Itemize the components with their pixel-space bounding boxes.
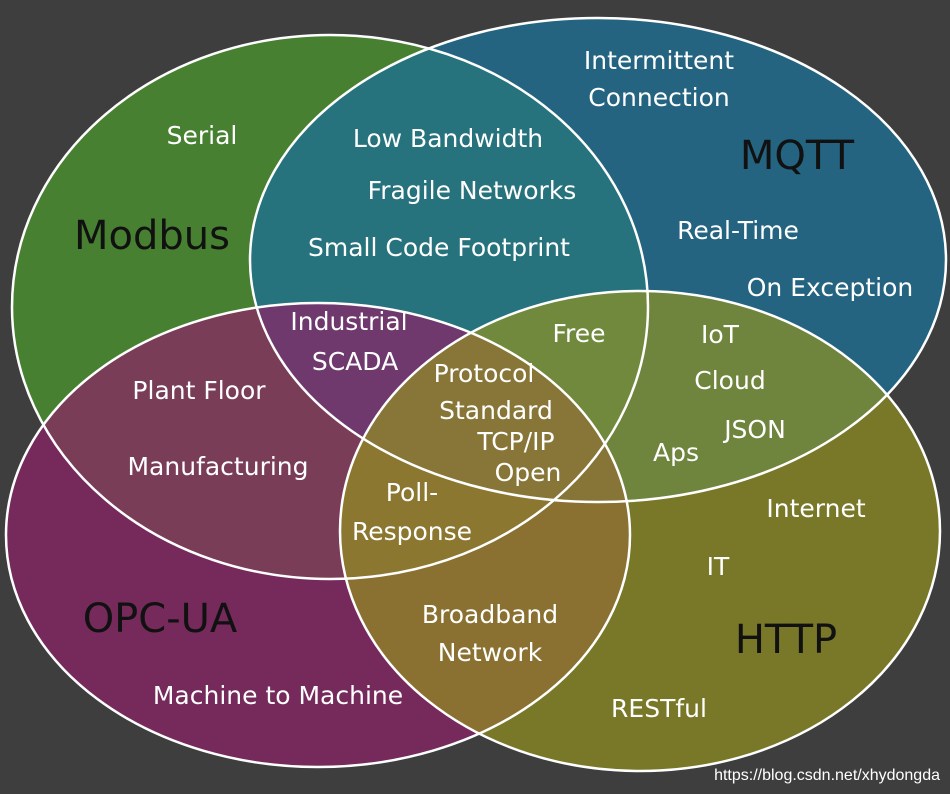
label-plant-floor: Plant Floor bbox=[132, 376, 266, 405]
label-intermittent-1: Intermittent bbox=[584, 46, 734, 75]
label-manufacturing: Manufacturing bbox=[127, 452, 308, 481]
label-scada: SCADA bbox=[312, 347, 398, 376]
label-iot: IoT bbox=[701, 320, 740, 349]
label-json: JSON bbox=[722, 415, 786, 444]
watermark: https://blog.csdn.net/xhydongda bbox=[714, 767, 940, 784]
label-small-code: Small Code Footprint bbox=[308, 233, 570, 262]
label-open: Open bbox=[495, 458, 562, 487]
label-broadband-2: Network bbox=[438, 638, 543, 667]
modbus-outline bbox=[10, 33, 650, 581]
label-poll: Poll- bbox=[386, 478, 438, 507]
label-standard: Standard bbox=[439, 396, 553, 425]
label-intermittent-2: Connection bbox=[588, 83, 729, 112]
label-protocol: Protocol bbox=[434, 359, 535, 388]
label-free: Free bbox=[552, 319, 605, 348]
opcua-outline bbox=[4, 301, 632, 769]
set-label-http: HTTP bbox=[735, 617, 837, 663]
http-ellipse bbox=[340, 291, 940, 771]
label-m2m: Machine to Machine bbox=[153, 681, 403, 710]
label-fragile-networks: Fragile Networks bbox=[368, 176, 577, 205]
label-internet: Internet bbox=[766, 494, 865, 523]
label-it: IT bbox=[707, 552, 730, 581]
mqtt-outline bbox=[248, 16, 948, 504]
set-ellipses bbox=[6, 18, 946, 771]
label-broadband-1: Broadband bbox=[422, 600, 558, 629]
set-label-mqtt: MQTT bbox=[740, 133, 855, 179]
label-aps: Aps bbox=[653, 438, 699, 467]
label-on-exception: On Exception bbox=[747, 273, 914, 302]
label-cloud: Cloud bbox=[694, 366, 765, 395]
label-serial: Serial bbox=[167, 121, 238, 150]
label-industrial: Industrial bbox=[290, 307, 407, 336]
label-restful: RESTful bbox=[611, 694, 707, 723]
label-low-bandwidth: Low Bandwidth bbox=[353, 124, 543, 153]
label-response: Response bbox=[352, 517, 472, 546]
set-label-modbus: Modbus bbox=[74, 213, 230, 259]
http-outline bbox=[338, 289, 942, 773]
label-real-time: Real-Time bbox=[677, 216, 799, 245]
set-label-opcua: OPC-UA bbox=[83, 596, 238, 642]
set-outlines bbox=[4, 16, 948, 773]
label-tcpip: TCP/IP bbox=[476, 427, 554, 456]
